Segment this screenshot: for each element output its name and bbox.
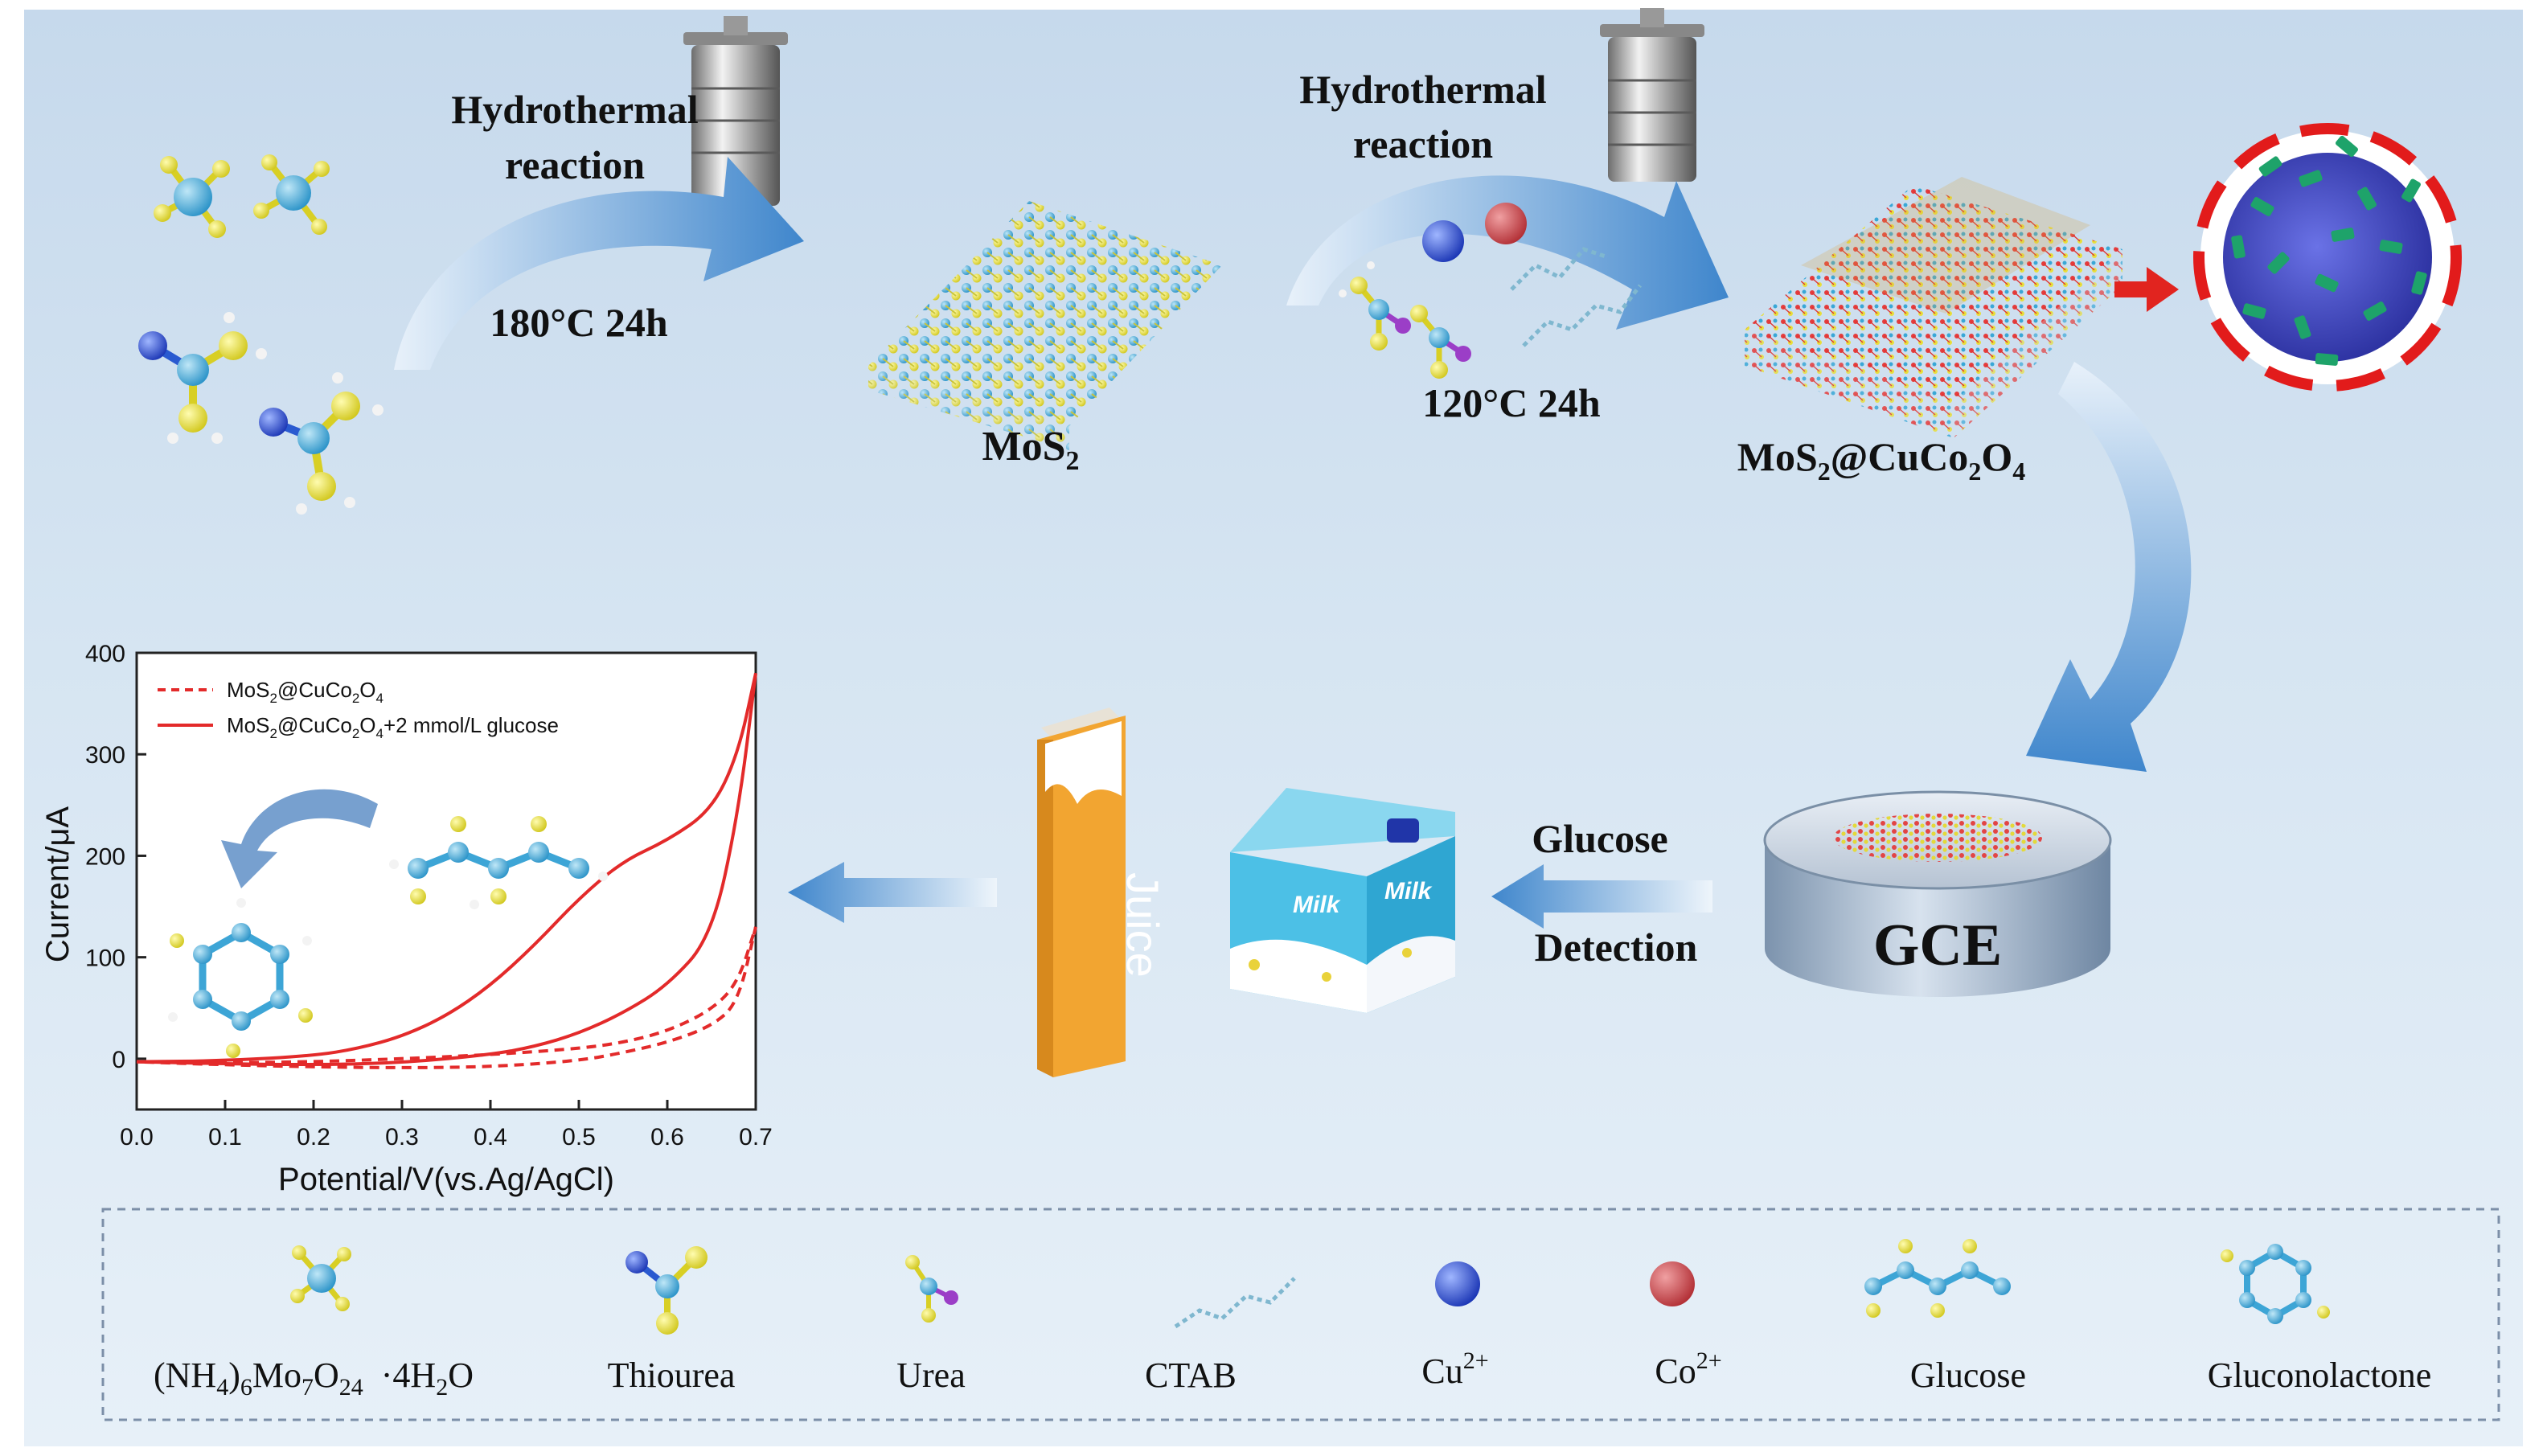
x-tick-label: 0.7 <box>739 1124 773 1150</box>
chart-legend: MoS2@CuCo2O4 MoS2@CuCo2O4+2 mmol/L gluco… <box>158 678 559 741</box>
detection-arrow <box>1491 864 1712 929</box>
microsphere-icon <box>2193 123 2462 392</box>
co-ion-ball <box>1485 203 1527 244</box>
juice-carton-icon <box>1037 707 1126 1077</box>
gce-label: GCE <box>1873 913 2002 978</box>
legend-urea-icon <box>905 1255 958 1323</box>
step2-label-line2: reaction <box>1353 121 1493 166</box>
mos2-cuco2o4-composite <box>1745 177 2122 438</box>
x-tick-label: 0.5 <box>562 1124 596 1150</box>
y-tick-label: 100 <box>85 945 125 972</box>
legend-gluconolactone-icon <box>2221 1244 2330 1324</box>
chart-curves <box>136 672 757 1069</box>
detection-label-line2: Detection <box>1535 925 1698 970</box>
curved-arrow-1 <box>394 157 804 370</box>
curved-arrow-2 <box>1286 175 1729 330</box>
cv-curve-1 <box>136 926 757 1069</box>
legend-label-2: MoS2@CuCo2O4+2 mmol/L glucose <box>227 713 559 741</box>
urea-molecules <box>1339 261 1471 379</box>
legend-thiourea-icon <box>625 1246 708 1335</box>
cu-ion-ball <box>1422 220 1464 262</box>
y-tick-label: 200 <box>85 843 125 870</box>
milk-label-1: Milk <box>1293 892 1341 918</box>
x-tick-label: 0.0 <box>120 1124 154 1150</box>
detection-label-line1: Glucose <box>1532 816 1667 861</box>
x-tick-label: 0.3 <box>385 1124 419 1150</box>
legend-label-urea: Urea <box>896 1356 966 1395</box>
x-tick-label: 0.4 <box>474 1124 507 1150</box>
thiourea-molecules <box>138 312 383 515</box>
x-tick-label: 0.6 <box>650 1124 684 1150</box>
inset-glucose-molecule <box>389 816 608 909</box>
step2-label-line1: Hydrothermal <box>1299 67 1546 112</box>
x-tick-label: 0.2 <box>297 1124 330 1150</box>
legend-label-glucose: Glucose <box>1910 1356 2026 1395</box>
legend-label-cu: Cu2+ <box>1421 1347 1488 1391</box>
chart-x-axis-label: Potential/V(vs.Ag/AgCl) <box>278 1162 614 1197</box>
legend-label-gluconolactone: Gluconolactone <box>2208 1356 2432 1395</box>
step1-label-line2: reaction <box>505 142 645 187</box>
ctab-chains <box>1510 247 1642 347</box>
step1-condition: 180°C 24h <box>490 300 668 345</box>
y-tick-label: 0 <box>112 1047 125 1073</box>
cv-curve-2 <box>136 672 757 1067</box>
legend-glucose-icon <box>1864 1239 2011 1318</box>
step1-label-line1: Hydrothermal <box>451 87 698 132</box>
autoclave-icon <box>1600 8 1704 182</box>
y-tick-label: 300 <box>85 742 125 769</box>
mos2-nanosheet <box>868 201 1222 450</box>
curved-arrow-3 <box>2026 362 2192 772</box>
composite-label: MoS2@CuCo2O4 <box>1737 434 2025 486</box>
x-tick-label: 0.1 <box>208 1124 242 1150</box>
inset-curved-arrow <box>221 789 378 888</box>
result-arrow <box>788 862 997 923</box>
chart-ticks: 0.0 0.1 0.2 0.3 0.4 0.5 0.6 0.7 0 100 200 300 400 <box>85 641 773 1150</box>
legend-label-thiourea: Thiourea <box>608 1356 736 1395</box>
milk-label-2: Milk <box>1384 878 1433 904</box>
gce-electrode <box>1763 790 2112 997</box>
red-arrow-icon <box>2114 267 2179 312</box>
legend-cu-icon <box>1435 1261 1480 1306</box>
legend-label-ctab: CTAB <box>1145 1356 1237 1395</box>
legend-label-1: MoS2@CuCo2O4 <box>227 678 383 706</box>
legend-co-icon <box>1650 1261 1695 1306</box>
mos2-label: MoS2 <box>982 424 1080 476</box>
inset-gluconolactone-molecule <box>168 898 313 1058</box>
chart-y-axis-label: Current/μA <box>40 806 76 963</box>
legend-molybdate-icon <box>290 1245 351 1311</box>
cv-chart: 0.0 0.1 0.2 0.3 0.4 0.5 0.6 0.7 0 100 200 300 400 <box>40 641 773 1197</box>
autoclave-icon <box>683 16 788 206</box>
legend-label-co: Co2+ <box>1655 1347 1721 1391</box>
step2-condition: 120°C 24h <box>1422 380 1601 425</box>
y-tick-label: 400 <box>85 641 125 667</box>
milk-carton-icon <box>1230 788 1455 1013</box>
legend-label-molybdate: (NH4)6Mo7O24 ·4H2O <box>154 1356 474 1401</box>
molybdate-molecules <box>154 154 330 238</box>
juice-label: Juice <box>1118 872 1168 978</box>
legend-ctab-icon <box>1174 1277 1296 1329</box>
